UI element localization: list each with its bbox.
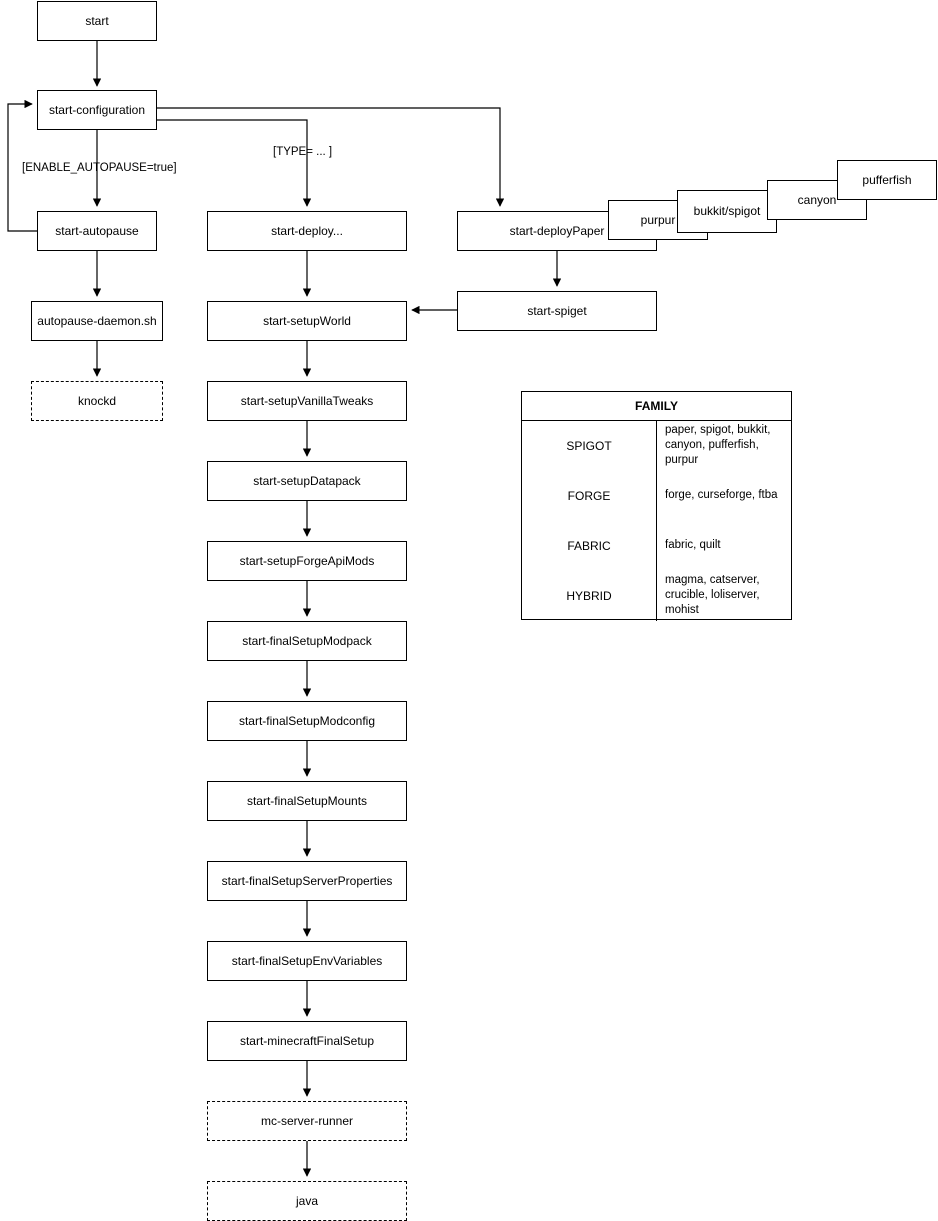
node-start-final-setup-mounts-label: start-finalSetupMounts [246,793,368,808]
family-legend-name: FORGE [522,470,657,521]
node-start-configuration-label: start-configuration [48,102,146,117]
node-start[interactable]: start [37,1,157,41]
node-start-label: start [85,13,109,28]
node-start-final-setup-env-variables[interactable]: start-finalSetupEnvVariables [207,941,407,981]
family-legend-values: paper, spigot, bukkit, canyon, pufferfis… [665,424,771,467]
node-variant-pufferfish[interactable]: pufferfish [837,160,937,200]
node-start-final-setup-modconfig[interactable]: start-finalSetupModconfig [207,701,407,741]
node-start-final-setup-mounts[interactable]: start-finalSetupMounts [207,781,407,821]
node-variant-pufferfish-label: pufferfish [862,172,912,187]
node-start-final-setup-server-properties[interactable]: start-finalSetupServerProperties [207,861,407,901]
node-autopause-daemon-label: autopause-daemon.sh [37,313,157,328]
node-start-setup-world-label: start-setupWorld [263,313,351,328]
node-start-setup-datapack-label: start-setupDatapack [253,473,361,488]
node-mc-server-runner[interactable]: mc-server-runner [207,1101,407,1141]
node-start-setup-vanilla-tweaks-label: start-setupVanillaTweaks [240,393,374,408]
family-legend-row: HYBRID magma, catserver, crucible, lolis… [522,570,791,621]
node-start-setup-forge-api-mods[interactable]: start-setupForgeApiMods [207,541,407,581]
node-start-final-setup-modpack-label: start-finalSetupModpack [242,633,372,648]
family-legend: FAMILY SPIGOT paper, spigot, bukkit, can… [521,391,792,621]
node-start-minecraft-final-setup-label: start-minecraftFinalSetup [239,1033,375,1048]
family-legend-title: FAMILY [522,392,791,421]
node-start-setup-vanilla-tweaks[interactable]: start-setupVanillaTweaks [207,381,407,421]
family-legend-name: SPIGOT [522,420,657,471]
node-start-final-setup-modpack[interactable]: start-finalSetupModpack [207,621,407,661]
node-variant-canyon-label: canyon [797,192,837,207]
node-start-final-setup-env-variables-label: start-finalSetupEnvVariables [231,953,383,968]
node-start-autopause-label: start-autopause [55,223,139,238]
node-start-minecraft-final-setup[interactable]: start-minecraftFinalSetup [207,1021,407,1061]
node-variant-bukkit-spigot-label: bukkit/spigot [693,204,761,219]
edge-configuration-to-deploy [157,119,312,207]
family-legend-values: forge, curseforge, ftba [665,489,778,502]
node-start-spiget-label: start-spiget [527,303,587,318]
edge-label-type: [TYPE= ... ] [273,146,333,158]
node-start-final-setup-modconfig-label: start-finalSetupModconfig [238,713,376,728]
node-mc-server-runner-label: mc-server-runner [260,1113,353,1128]
node-java-label: java [295,1193,318,1208]
node-start-deploy-paper-label: start-deployPaper [509,223,605,238]
node-variant-bukkit-spigot[interactable]: bukkit/spigot [677,190,777,233]
node-java[interactable]: java [207,1181,407,1221]
node-start-spiget[interactable]: start-spiget [457,291,657,331]
family-legend-row: FORGE forge, curseforge, ftba [522,470,791,521]
node-knockd-label: knockd [77,393,117,408]
node-start-configuration[interactable]: start-configuration [37,90,157,130]
family-legend-name: FABRIC [522,520,657,571]
node-variant-purpur-label: purpur [640,212,676,227]
node-start-setup-world[interactable]: start-setupWorld [207,301,407,341]
family-legend-row: SPIGOT paper, spigot, bukkit, canyon, pu… [522,420,791,471]
family-legend-name: HYBRID [522,570,657,621]
family-legend-values: fabric, quilt [665,539,721,552]
node-start-deploy-label: start-deploy... [271,223,343,238]
node-start-autopause[interactable]: start-autopause [37,211,157,251]
family-legend-values: magma, catserver, crucible, loliserver, … [665,574,760,616]
node-knockd[interactable]: knockd [31,381,163,421]
node-start-setup-forge-api-mods-label: start-setupForgeApiMods [239,553,375,568]
node-autopause-daemon[interactable]: autopause-daemon.sh [31,301,163,341]
edge-label-enable-autopause: [ENABLE_AUTOPAUSE=true] [22,162,177,174]
node-start-deploy[interactable]: start-deploy... [207,211,407,251]
family-legend-row: FABRIC fabric, quilt [522,520,791,571]
node-start-setup-datapack[interactable]: start-setupDatapack [207,461,407,501]
node-start-final-setup-server-properties-label: start-finalSetupServerProperties [221,873,393,888]
